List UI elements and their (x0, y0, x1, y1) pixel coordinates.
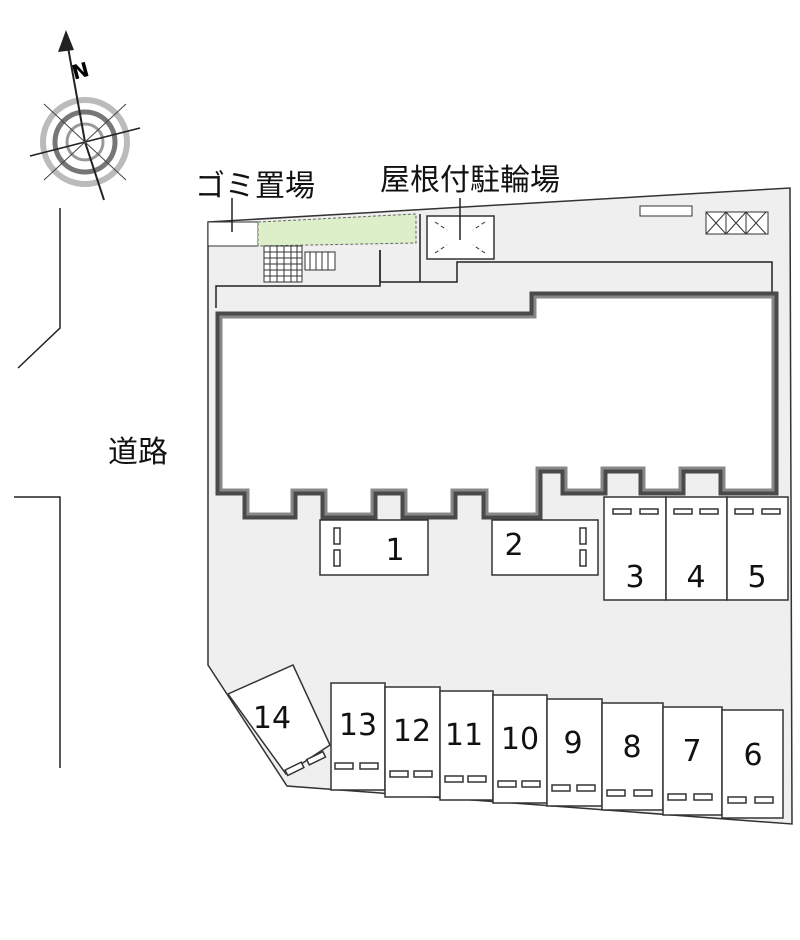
bicycle-parking[interactable]: 屋根付駐輪場 (380, 163, 560, 260)
svg-text:1: 1 (385, 533, 404, 568)
svg-text:8: 8 (622, 730, 641, 765)
parking-space-6[interactable]: 6 (721, 709, 784, 819)
equipment-icon (705, 211, 769, 235)
svg-text:4: 4 (686, 560, 705, 595)
road-label: 道路 (108, 435, 168, 470)
bicycle-label: 屋根付駐輪場 (380, 163, 560, 198)
parking-space-5[interactable]: 5 (726, 496, 789, 601)
parking-space-4[interactable]: 4 (665, 496, 728, 601)
svg-text:9: 9 (563, 726, 582, 761)
parking-space-3[interactable]: 3 (603, 496, 667, 601)
parking-space-9[interactable]: 9 (546, 698, 603, 807)
building (215, 291, 779, 520)
parking-space-12[interactable]: 12 (384, 686, 441, 798)
garbage-label: ゴミ置場 (195, 169, 315, 204)
svg-text:7: 7 (682, 734, 701, 769)
svg-text:12: 12 (393, 714, 431, 749)
north-label: N (69, 57, 91, 85)
svg-text:13: 13 (339, 708, 377, 743)
svg-text:3: 3 (625, 560, 644, 595)
parking-space-11[interactable]: 11 (439, 690, 494, 801)
garbage-area: ゴミ置場 (195, 169, 417, 283)
parking-space-2[interactable]: 2 (491, 519, 599, 576)
parking-space-7[interactable]: 7 (662, 706, 723, 816)
parking-space-13[interactable]: 13 (330, 682, 386, 791)
svg-text:5: 5 (747, 560, 766, 595)
parking-space-10[interactable]: 10 (492, 694, 548, 804)
svg-text:11: 11 (445, 718, 483, 753)
parking-space-1[interactable]: 1 (319, 519, 429, 576)
meter-icon (639, 205, 693, 217)
svg-text:14: 14 (253, 701, 291, 736)
svg-text:6: 6 (743, 738, 762, 773)
road: 道路 (14, 208, 168, 768)
parking-space-8[interactable]: 8 (601, 702, 664, 811)
svg-text:2: 2 (504, 528, 523, 563)
compass-icon: N (29, 30, 141, 201)
svg-text:10: 10 (501, 722, 539, 757)
parking-space-14[interactable]: 14 (226, 664, 331, 777)
